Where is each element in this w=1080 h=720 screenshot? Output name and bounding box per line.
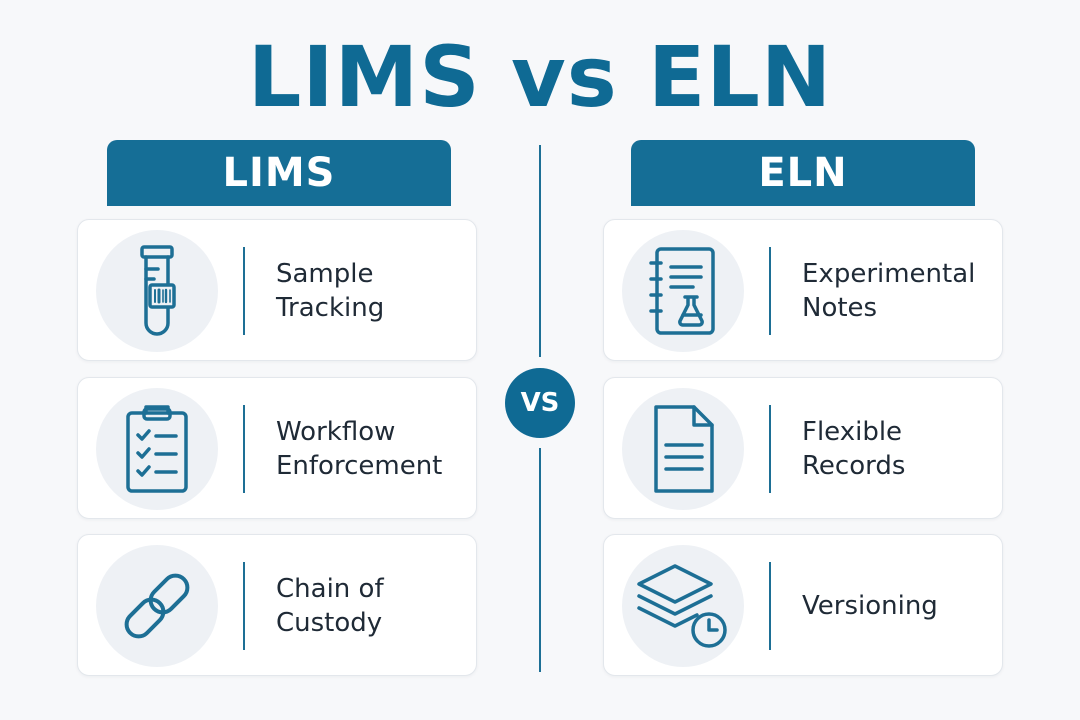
eln-column-header: ELN: [631, 140, 975, 206]
center-divider-bottom: [539, 448, 541, 672]
card-label: Versioning: [802, 591, 938, 621]
lims-card-workflow-enforcement: Workflow Enforcement: [77, 377, 477, 519]
layers-clock-icon: [622, 545, 744, 667]
card-separator: [769, 562, 771, 650]
card-separator: [769, 405, 771, 493]
card-label: Flexible Records: [802, 417, 906, 481]
card-separator: [243, 247, 245, 335]
card-label: Chain of Custody: [276, 574, 384, 638]
lims-column-header: LIMS: [107, 140, 451, 206]
lims-card-chain-of-custody: Chain of Custody: [77, 534, 477, 676]
test-tube-barcode-icon: [96, 230, 218, 352]
lims-card-sample-tracking: Sample Tracking: [77, 219, 477, 361]
document-icon: [622, 388, 744, 510]
card-label: Workflow Enforcement: [276, 417, 443, 481]
card-separator: [769, 247, 771, 335]
card-label: Experimental Notes: [802, 259, 976, 323]
center-divider-top: [539, 145, 541, 357]
card-separator: [243, 405, 245, 493]
clipboard-checklist-icon: [96, 388, 218, 510]
card-label: Sample Tracking: [276, 259, 385, 323]
notebook-flask-icon: [622, 230, 744, 352]
page-title: LIMS vs ELN: [247, 28, 833, 126]
eln-card-flexible-records: Flexible Records: [603, 377, 1003, 519]
card-separator: [243, 562, 245, 650]
eln-card-versioning: Versioning: [603, 534, 1003, 676]
chain-link-icon: [96, 545, 218, 667]
vs-badge: VS: [505, 368, 575, 438]
eln-card-experimental-notes: Experimental Notes: [603, 219, 1003, 361]
